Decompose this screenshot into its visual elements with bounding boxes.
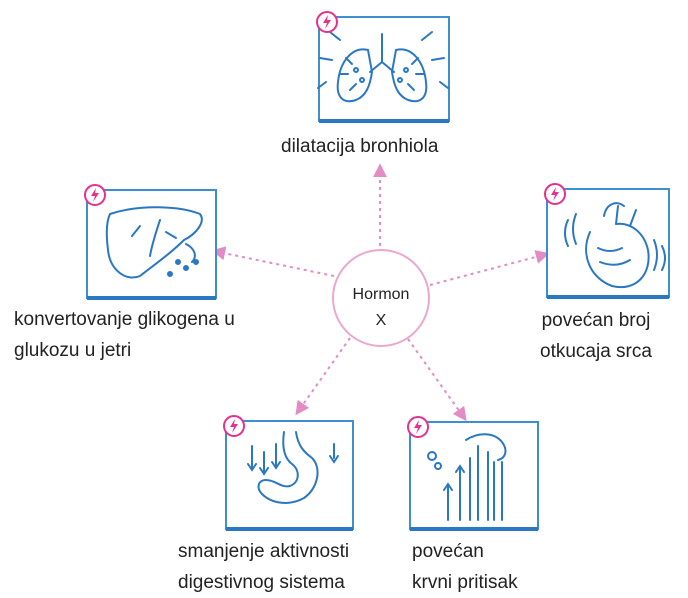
connector-vessels	[408, 339, 465, 419]
label-liver-line2: glukozu u jetri	[14, 335, 235, 366]
label-stomach: smanjenje aktivnosti digestivnog sistema	[178, 536, 349, 598]
label-stomach-line2: digestivnog sistema	[178, 567, 349, 598]
connector-liver	[214, 251, 334, 276]
heart-card	[545, 184, 669, 297]
connector-heart	[430, 254, 547, 285]
label-lungs: dilatacija bronhiola	[281, 131, 438, 162]
label-heart: povećan broj otkucaja srca	[540, 305, 652, 367]
label-vessels: povećan krvni pritisak	[412, 536, 518, 598]
label-stomach-line1: smanjenje aktivnosti	[178, 536, 349, 567]
liver-card	[85, 185, 216, 298]
lightning-badge-icon	[408, 417, 428, 437]
vessels-card	[408, 417, 538, 529]
lungs-card	[317, 12, 449, 121]
lightning-badge-icon	[85, 185, 105, 205]
lightning-badge-icon	[545, 184, 565, 204]
label-lungs-line1: dilatacija bronhiola	[281, 131, 438, 162]
label-vessels-line1: povećan	[412, 536, 518, 567]
label-vessels-line2: krvni pritisak	[412, 567, 518, 598]
lightning-badge-icon	[224, 416, 244, 436]
label-heart-line2: otkucaja srca	[540, 336, 652, 367]
center-label: Hormon X	[326, 282, 436, 334]
center-line1: Hormon	[326, 282, 436, 308]
center-line2: X	[326, 308, 436, 334]
label-heart-line1: povećan broj	[540, 305, 652, 336]
stomach-card	[224, 416, 353, 529]
lightning-badge-icon	[317, 12, 337, 32]
connector-stomach	[297, 338, 350, 413]
label-liver-line1: konvertovanje glikogena u	[14, 304, 235, 335]
label-liver: konvertovanje glikogena u glukozu u jetr…	[14, 304, 235, 366]
